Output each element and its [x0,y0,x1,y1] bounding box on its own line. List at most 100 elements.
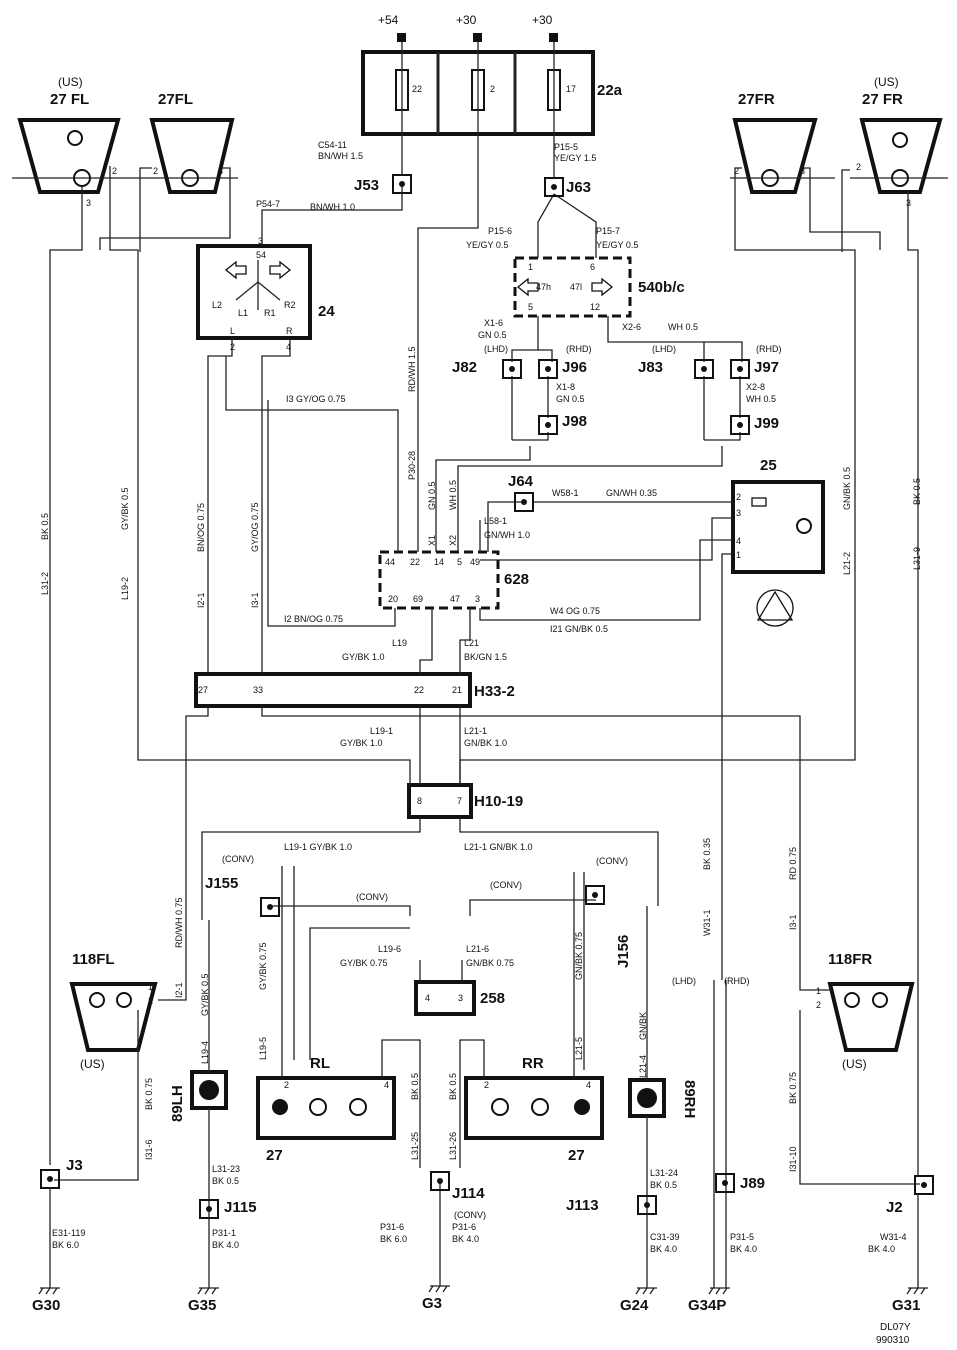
svg-text:3: 3 [258,236,263,246]
svg-text:L19-1: L19-1 [370,726,393,736]
fuse-17: 17 [566,84,576,94]
svg-text:I2-1: I2-1 [196,592,206,608]
svg-text:L21-4: L21-4 [638,1055,648,1078]
svg-text:(LHD): (LHD) [672,976,696,986]
svg-text:2: 2 [734,166,739,176]
svg-text:BK 0.5: BK 0.5 [912,478,922,505]
svg-text:X1-8: X1-8 [556,382,575,392]
side-repeater-rh: 89RH [628,1078,698,1118]
svg-text:L21-1 GN/BK 1: L21-1 GN/BK 1.0 [464,842,533,852]
fuse-2: 2 [490,84,495,94]
svg-text:GY/BK 1.0: GY/BK 1.0 [342,652,385,662]
svg-text:(RHD): (RHD) [566,344,592,354]
supply-label-1: +54 [378,13,399,27]
svg-text:BK 4.0: BK 4.0 [212,1240,239,1250]
svg-text:L31-24: L31-24 [650,1168,678,1178]
svg-text:(RHD): (RHD) [756,344,782,354]
svg-text:33: 33 [253,685,263,695]
svg-text:L31-26: L31-26 [448,1132,458,1160]
svg-text:L31-9: L31-9 [912,547,922,570]
svg-text:(CONV): (CONV) [596,856,628,866]
footer-date: 990310 [876,1335,910,1346]
svg-text:RD/WH 0.75: RD/WH 0.75 [174,897,184,948]
svg-text:3: 3 [218,166,223,176]
svg-text:P31-5: P31-5 [730,1232,754,1242]
svg-text:X1: X1 [427,535,437,546]
svg-text:L19: L19 [392,638,407,648]
svg-text:W58-1: W58-1 [552,488,579,498]
svg-text:P15-5: P15-5 [554,142,578,152]
svg-text:GN/BK 0.75: GN/BK 0.75 [466,958,514,968]
side-marker-118fl: 118FL (US) [69,951,158,1071]
j3: J3 [66,1157,83,1174]
svg-text:L21-6: L21-6 [466,944,489,954]
svg-text:4: 4 [425,993,430,1003]
svg-text:GN 0.5: GN 0.5 [556,394,585,404]
svg-text:69: 69 [413,594,423,604]
svg-text:BK 0.5: BK 0.5 [410,1073,420,1100]
svg-text:2: 2 [284,1080,289,1090]
fl-label: 27FL [158,91,193,108]
flasher-label: 540b/c [638,279,685,296]
side-lh-label: 89LH [169,1085,186,1122]
svg-text:BK 4.0: BK 4.0 [452,1234,479,1244]
svg-text:L1: L1 [238,308,248,318]
svg-text:22: 22 [410,557,420,567]
svg-text:YE/GY 1.5: YE/GY 1.5 [554,153,596,163]
svg-text:I2-1: I2-1 [174,982,184,998]
118fl-label: 118FL [72,951,115,968]
svg-text:BK 4.0: BK 4.0 [868,1244,895,1254]
c258-label: 258 [480,990,505,1007]
g34p: G34P [688,1297,726,1314]
svg-text:27: 27 [198,685,208,695]
svg-text:BK 0.35: BK 0.35 [702,838,712,870]
svg-text:X2-8: X2-8 [746,382,765,392]
connector-h10: 8 7 H10-19 [407,783,523,819]
wires [49,134,920,1288]
vertical-wire-labels: L31-2 BK 0.5 L19-2 GY/BK 0.5 I2-1 BN/OG … [40,346,922,1172]
rr-label: RR [522,1055,544,1072]
svg-text:L19-1 GY/BK 1.0: L19-1 GY/BK 1.0 [284,842,352,852]
svg-text:(CONV): (CONV) [454,1210,486,1220]
svg-text:2: 2 [148,996,153,1006]
svg-text:2: 2 [856,162,861,172]
svg-text:12: 12 [590,302,600,312]
svg-text:YE/GY 0.5: YE/GY 0.5 [596,240,638,250]
h33-label: H33-2 [474,683,515,700]
svg-text:22: 22 [414,685,424,695]
svg-text:BK 0.75: BK 0.75 [788,1072,798,1104]
svg-text:1: 1 [816,986,821,996]
svg-text:BK 4.0: BK 4.0 [730,1244,757,1254]
j97: J97 [754,359,779,376]
svg-text:GY/BK 0.5: GY/BK 0.5 [200,973,210,1016]
j99: J99 [754,415,779,432]
svg-text:L19-5: L19-5 [258,1037,268,1060]
svg-text:(LHD): (LHD) [484,344,508,354]
svg-text:P54-7: P54-7 [256,199,280,209]
j63: J63 [566,179,591,196]
svg-text:GY/BK 0.75: GY/BK 0.75 [258,942,268,990]
svg-text:WH 0.5: WH 0.5 [668,322,698,332]
svg-text:W31-4: W31-4 [880,1232,907,1242]
svg-text:BK 6.0: BK 6.0 [52,1240,79,1250]
fr-us-note: (US) [874,75,899,89]
svg-text:BK 0.75: BK 0.75 [144,1078,154,1110]
module-label: 628 [504,571,529,588]
svg-text:L58-1: L58-1 [484,516,507,526]
g31: G31 [892,1297,920,1314]
j64: J64 [508,473,534,490]
fuse-box-label: 22a [597,82,623,99]
hazard-switch-25: 25 [731,457,825,627]
svg-text:WH 0.5: WH 0.5 [448,480,458,510]
svg-text:L21-5: L21-5 [574,1037,584,1060]
svg-text:GN/BK: GN/BK [638,1012,648,1040]
svg-text:X2-6: X2-6 [622,322,641,332]
svg-text:2: 2 [484,1080,489,1090]
rl-label: RL [310,1055,330,1072]
svg-text:21: 21 [452,685,462,695]
j2: J2 [886,1199,903,1216]
svg-text:L2: L2 [212,300,222,310]
svg-text:L31-25: L31-25 [410,1132,420,1160]
svg-text:I2 BN/OG 0.75: I2 BN/OG 0.75 [284,614,343,624]
